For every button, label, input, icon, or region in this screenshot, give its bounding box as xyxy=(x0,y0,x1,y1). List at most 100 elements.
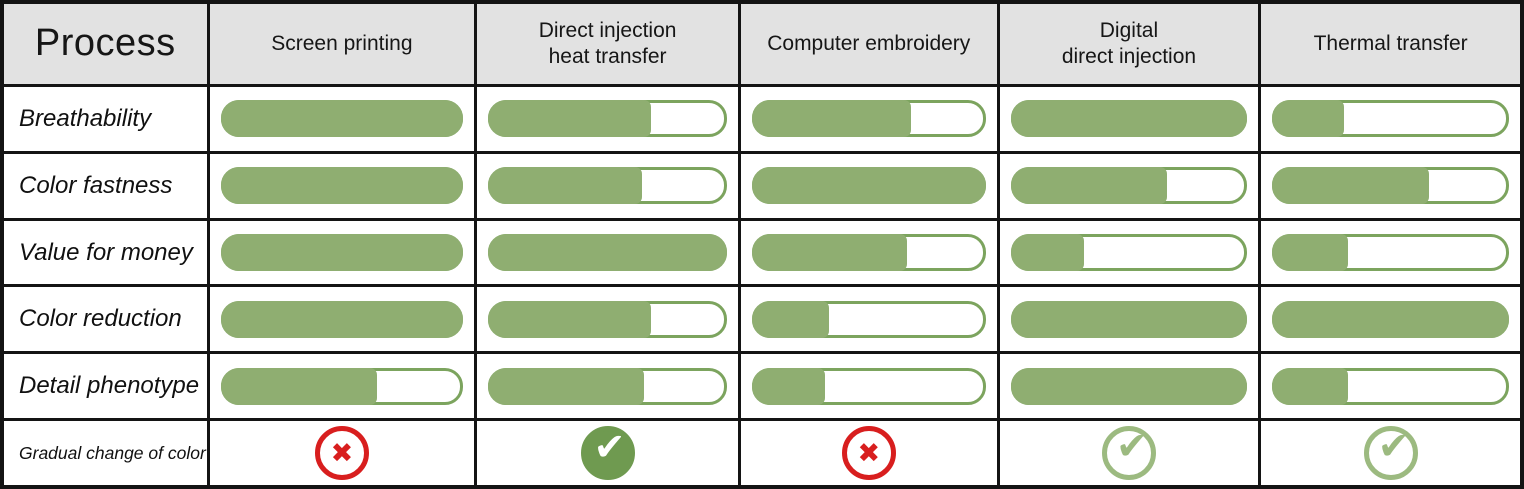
rating-bar-fill xyxy=(1272,367,1349,405)
rating-bar xyxy=(488,167,727,205)
rating-bar-fill xyxy=(220,367,377,405)
verdict-cell: ✔ xyxy=(477,421,738,485)
rating-bar-fill xyxy=(1010,167,1168,205)
rating-bar-fill xyxy=(751,367,825,405)
rating-cell xyxy=(999,87,1259,151)
check-icon: ✔ xyxy=(1101,426,1156,481)
rating-bar xyxy=(220,300,464,338)
column-header-line: Screen printing xyxy=(271,31,413,55)
row-label-color-fastness: Color fastness xyxy=(4,153,207,218)
column-header-line: direct injection xyxy=(1061,45,1197,68)
rating-bar-fill xyxy=(1272,234,1349,272)
rating-cell xyxy=(209,287,475,352)
rating-bar xyxy=(1272,234,1509,272)
rating-bar-fill xyxy=(1010,234,1085,272)
rating-cell xyxy=(209,87,475,151)
rating-cell xyxy=(1261,153,1520,218)
rating-cell xyxy=(1261,87,1520,151)
rating-bar-fill xyxy=(1272,100,1344,138)
rating-bar xyxy=(488,100,727,138)
column-header-line: Computer embroidery xyxy=(767,31,971,55)
rating-bar xyxy=(488,367,727,405)
rating-cell xyxy=(740,354,997,419)
corner-header-process: Process xyxy=(4,4,207,84)
rating-bar xyxy=(488,234,727,272)
rating-bar xyxy=(751,100,986,138)
column-header-thermal-transfer: Thermal transfer xyxy=(1261,4,1520,84)
rating-bar xyxy=(751,234,986,272)
cross-glyph: ✖ xyxy=(330,437,354,468)
rating-cell xyxy=(740,153,997,218)
rating-cell xyxy=(999,354,1259,419)
column-header-computer-embroidery: Computer embroidery xyxy=(740,4,997,84)
rating-bar xyxy=(220,367,464,405)
rating-cell xyxy=(477,220,738,285)
column-header-line: Direct injection xyxy=(538,18,677,42)
rating-bar-fill xyxy=(220,234,464,272)
rating-bar xyxy=(1010,167,1248,205)
row-label-detail-phenotype: Detail phenotype xyxy=(4,354,207,419)
check-icon: ✔ xyxy=(580,426,635,481)
rating-bar xyxy=(751,167,986,205)
rating-bar-fill xyxy=(488,300,652,338)
rating-cell xyxy=(1261,220,1520,285)
cross-icon: ✖ xyxy=(314,426,369,481)
rating-bar xyxy=(1010,300,1248,338)
rating-cell xyxy=(209,220,475,285)
cross-icon: ✖ xyxy=(841,426,896,481)
rating-cell xyxy=(740,287,997,352)
rating-bar xyxy=(220,234,464,272)
rating-bar-fill xyxy=(751,167,986,205)
rating-bar xyxy=(1272,300,1509,338)
verdict-cell: ✖ xyxy=(209,421,475,485)
rating-bar-fill xyxy=(1010,300,1248,338)
check-glyph: ✔ xyxy=(1377,426,1410,469)
rating-cell xyxy=(740,87,997,151)
column-header-line: Digital xyxy=(1099,18,1159,42)
check-glyph: ✔ xyxy=(593,427,626,470)
rating-bar-fill xyxy=(1272,300,1509,338)
rating-bar xyxy=(1010,100,1248,138)
rating-bar-fill xyxy=(488,367,645,405)
check-glyph: ✔ xyxy=(1116,426,1148,469)
rating-bar xyxy=(488,300,727,338)
verdict-cell: ✖ xyxy=(740,421,997,485)
row-label-breathability: Breathability xyxy=(4,87,207,151)
rating-cell xyxy=(999,220,1259,285)
rating-bar xyxy=(1010,367,1248,405)
verdict-cell: ✔ xyxy=(999,421,1259,485)
rating-cell xyxy=(477,287,738,352)
rating-cell xyxy=(1261,287,1520,352)
rating-bar xyxy=(1272,367,1509,405)
check-icon: ✔ xyxy=(1363,426,1418,481)
rating-bar-fill xyxy=(220,100,464,138)
rating-bar-fill xyxy=(751,100,912,138)
rating-cell xyxy=(740,220,997,285)
rating-bar-fill xyxy=(488,167,642,205)
rating-bar xyxy=(751,300,986,338)
rating-bar xyxy=(1010,234,1248,272)
rating-cell xyxy=(209,153,475,218)
row-label-color-reduction: Color reduction xyxy=(4,287,207,352)
rating-cell xyxy=(477,153,738,218)
rating-cell xyxy=(999,153,1259,218)
corner-header-label: Process xyxy=(34,22,176,65)
rating-bar-fill xyxy=(1010,367,1248,405)
column-header-direct-injection-heat-transfer: Direct injection heat transfer xyxy=(477,4,738,84)
row-label-gradual-change-of-color: Gradual change of color xyxy=(4,421,207,485)
rating-bar-fill xyxy=(751,234,907,272)
verdict-cell: ✔ xyxy=(1261,421,1520,485)
rating-bar xyxy=(220,100,464,138)
column-header-line: Thermal transfer xyxy=(1313,31,1468,55)
column-header-line: heat transfer xyxy=(548,45,667,68)
rating-bar-fill xyxy=(1010,100,1248,138)
rating-bar-fill xyxy=(1272,167,1430,205)
row-label-value-for-money: Value for money xyxy=(4,220,207,285)
column-header-screen-printing: Screen printing xyxy=(209,4,475,84)
column-header-digital-direct-injection: Digital direct injection xyxy=(999,4,1259,84)
rating-bar xyxy=(751,367,986,405)
rating-bar-fill xyxy=(220,300,464,338)
rating-cell xyxy=(477,87,738,151)
rating-bar xyxy=(1272,167,1509,205)
